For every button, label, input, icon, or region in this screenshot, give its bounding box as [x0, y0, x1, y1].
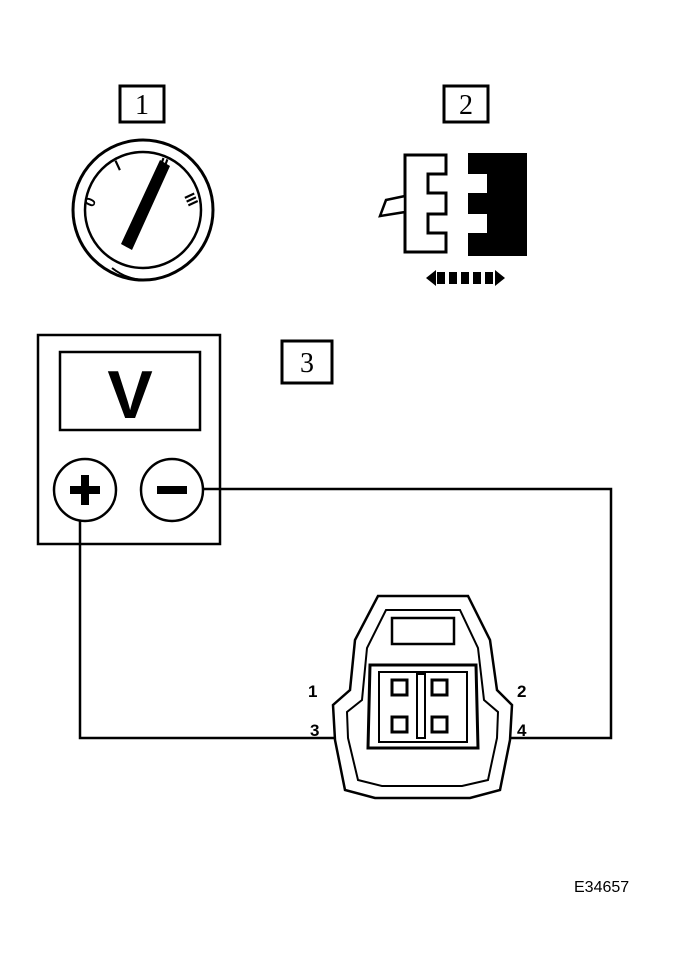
- pin-label-1: 1: [308, 682, 317, 701]
- pin-3-cavity: [390, 715, 409, 734]
- step-2-number: 2: [459, 90, 473, 121]
- ignition-position-1: I: [113, 157, 124, 174]
- pin-label-2: 2: [517, 682, 526, 701]
- step-3-number: 3: [300, 348, 314, 379]
- step-1-label: 1: [118, 84, 166, 124]
- pin-label-3: 3: [310, 721, 319, 740]
- figure-code: E34657: [574, 879, 629, 896]
- ignition-key-slot: [121, 160, 170, 250]
- connector-harness-tab: [378, 194, 407, 218]
- pin-2-cavity: [430, 678, 449, 697]
- test-leads: [78, 487, 613, 740]
- connector-female-half: [403, 153, 448, 254]
- pin-1-cavity: [390, 678, 409, 697]
- double-arrow-icon: [426, 270, 505, 286]
- voltmeter-unit: V: [107, 357, 152, 433]
- step-1-number: 1: [135, 90, 149, 121]
- connector-disconnect-icon: [378, 153, 527, 286]
- ignition-switch-icon: 0 I II III: [71, 138, 215, 282]
- minus-sign-icon: [157, 486, 187, 494]
- pin-label-4: 4: [517, 721, 527, 740]
- voltmeter: V: [36, 333, 222, 546]
- step-3-label: 3: [280, 339, 334, 385]
- sensor-connector: 1 3 2 4: [308, 594, 527, 800]
- positive-lead-wire: [78, 521, 392, 740]
- voltmeter-display: [58, 350, 202, 432]
- connector-lock-tab: [390, 616, 456, 646]
- step-2-label: 2: [442, 84, 490, 124]
- connector-male-half: [468, 153, 527, 256]
- pin-4-cavity: [430, 715, 449, 734]
- negative-lead-wire: [203, 487, 613, 740]
